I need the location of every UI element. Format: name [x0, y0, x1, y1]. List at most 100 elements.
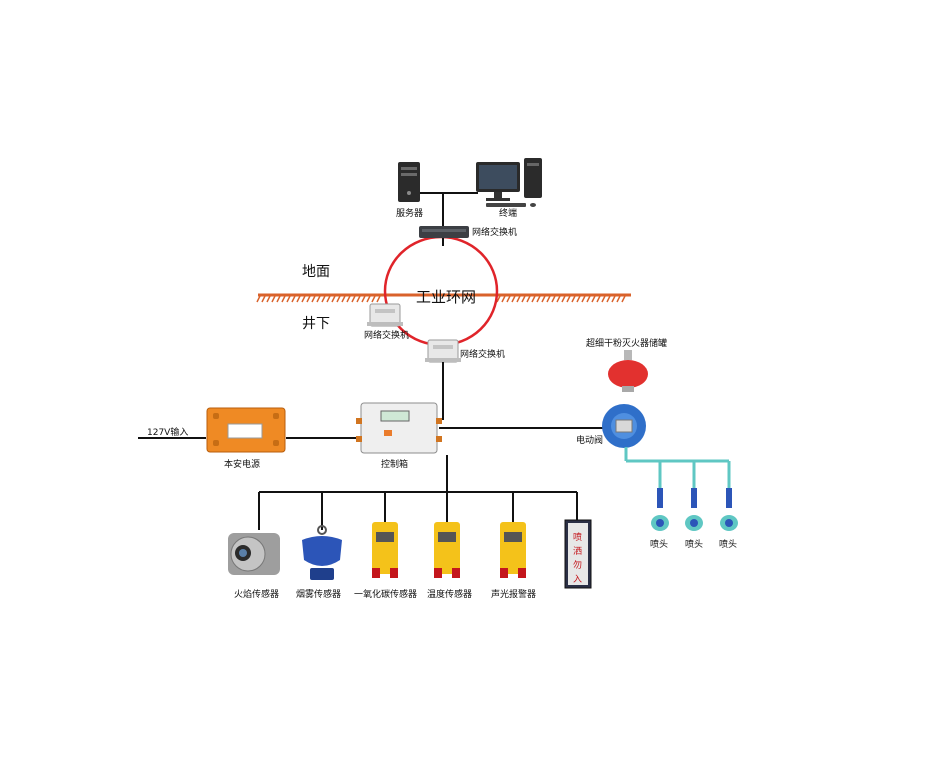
- ground-hatch-mark: [546, 295, 551, 303]
- nozzle-2-icon: [685, 488, 703, 531]
- ground-hatch-mark: [591, 295, 596, 303]
- ground-hatch-mark: [516, 295, 521, 303]
- top-link-lines: [420, 192, 478, 246]
- ground-hatch-mark: [256, 295, 261, 303]
- left-switch-label: 网络交换机: [364, 329, 409, 341]
- ground-hatch-mark: [281, 295, 286, 303]
- ground-hatch-mark: [346, 295, 351, 303]
- terminal-label: 终端: [499, 207, 517, 219]
- control-box-icon: [356, 402, 442, 454]
- pipe-network: [624, 447, 731, 488]
- nozzle-1-icon: [651, 488, 669, 531]
- ground-hatch-mark: [536, 295, 541, 303]
- ground-hatch-mark: [321, 295, 326, 303]
- no-entry-sign-char: 洒: [573, 545, 582, 557]
- temperature-sensor-icon: [434, 522, 460, 578]
- ground-hatch-mark: [286, 295, 291, 303]
- ground-hatch-mark: [571, 295, 576, 303]
- ground-hatch-mark: [376, 295, 381, 303]
- ground-hatch-mark: [371, 295, 376, 303]
- ground-hatch-mark: [596, 295, 601, 303]
- ground-hatch-mark: [561, 295, 566, 303]
- nozzle-3-label: 喷头: [719, 539, 737, 550]
- underground-label: 井下: [302, 316, 330, 332]
- ground-hatch-mark: [531, 295, 536, 303]
- ground-hatch-mark: [301, 295, 306, 303]
- smoke-sensor-label: 烟雾传感器: [296, 588, 341, 600]
- ground-hatch-mark: [616, 295, 621, 303]
- right-switch-label: 网络交换机: [460, 348, 505, 360]
- ground-label: 地面: [302, 264, 330, 280]
- ground-hatch-mark: [311, 295, 316, 303]
- input-label: 127V输入: [147, 426, 188, 438]
- flame-sensor-label: 火焰传感器: [234, 588, 279, 600]
- electric-valve-label: 电动阀: [576, 434, 603, 446]
- no-entry-sign-char: 喷: [573, 532, 582, 543]
- ground-hatch-mark: [551, 295, 556, 303]
- ground-hatch-mark: [521, 295, 526, 303]
- ground-hatch-mark: [621, 295, 626, 303]
- ground-hatch-mark: [261, 295, 266, 303]
- ground-hatch-mark: [351, 295, 356, 303]
- no-entry-sign-char: 入: [573, 574, 582, 585]
- ground-hatch-mark: [606, 295, 611, 303]
- ground-hatch-mark: [506, 295, 511, 303]
- terminal-icon: [476, 158, 542, 207]
- ground-hatch-mark: [336, 295, 341, 303]
- powder-tank-label: 超细干粉灭火器储罐: [586, 337, 667, 349]
- ground-hatch-mark: [276, 295, 281, 303]
- nozzle-2-label: 喷头: [685, 539, 703, 550]
- ground-hatch-mark: [356, 295, 361, 303]
- ring-network-label: 工业环网: [416, 288, 476, 306]
- smoke-sensor-icon: [302, 525, 342, 580]
- nozzle-1-label: 喷头: [650, 539, 668, 550]
- ground-hatch-mark: [266, 295, 271, 303]
- left-network-switch-icon: [367, 303, 403, 327]
- electric-valve-icon: [602, 404, 646, 448]
- top-switch-label: 网络交换机: [472, 226, 517, 238]
- ground-hatch-mark: [556, 295, 561, 303]
- server-icon: [398, 162, 420, 202]
- ground-hatch-mark: [601, 295, 606, 303]
- co-sensor-label: 一氧化碳传感器: [354, 588, 417, 600]
- sound-light-alarm-icon: [500, 522, 526, 578]
- ground-hatch-mark: [496, 295, 501, 303]
- power-supply-label: 本安电源: [224, 458, 260, 470]
- ground-hatch-mark: [361, 295, 366, 303]
- temperature-sensor-label: 温度传感器: [427, 588, 472, 600]
- ground-hatch-mark: [271, 295, 276, 303]
- co-sensor-icon: [372, 522, 398, 578]
- ground-hatch-mark: [511, 295, 516, 303]
- ground-hatch-mark: [316, 295, 321, 303]
- sound-light-alarm-label: 声光报警器: [491, 588, 536, 600]
- ground-surface-line: [256, 293, 631, 303]
- nozzle-3-icon: [720, 488, 738, 531]
- powder-tank-icon: [608, 350, 648, 392]
- control-box-label: 控制箱: [381, 458, 408, 470]
- ground-hatch-mark: [501, 295, 506, 303]
- intrinsic-safe-power-supply-icon: [206, 407, 286, 453]
- ground-hatch-mark: [576, 295, 581, 303]
- server-label: 服务器: [396, 207, 423, 219]
- ground-hatch-mark: [541, 295, 546, 303]
- right-network-switch-icon: [425, 339, 461, 363]
- ground-hatch-mark: [581, 295, 586, 303]
- ground-hatch-mark: [366, 295, 371, 303]
- ground-hatch-mark: [526, 295, 531, 303]
- wiring-lines: [138, 362, 608, 530]
- ground-hatch-mark: [291, 295, 296, 303]
- ground-hatch-mark: [611, 295, 616, 303]
- ground-hatch-mark: [331, 295, 336, 303]
- flame-sensor-icon: [228, 533, 280, 575]
- ground-hatch-mark: [341, 295, 346, 303]
- no-entry-sign: 喷洒勿入: [564, 519, 592, 589]
- ground-hatch-mark: [566, 295, 571, 303]
- ground-hatch-mark: [586, 295, 591, 303]
- top-network-switch-icon: [419, 226, 469, 238]
- ground-hatch-mark: [326, 295, 331, 303]
- no-entry-sign-text: 喷洒勿入: [573, 532, 582, 585]
- ground-hatch-mark: [296, 295, 301, 303]
- ground-hatch-mark: [306, 295, 311, 303]
- no-entry-sign-char: 勿: [573, 559, 582, 571]
